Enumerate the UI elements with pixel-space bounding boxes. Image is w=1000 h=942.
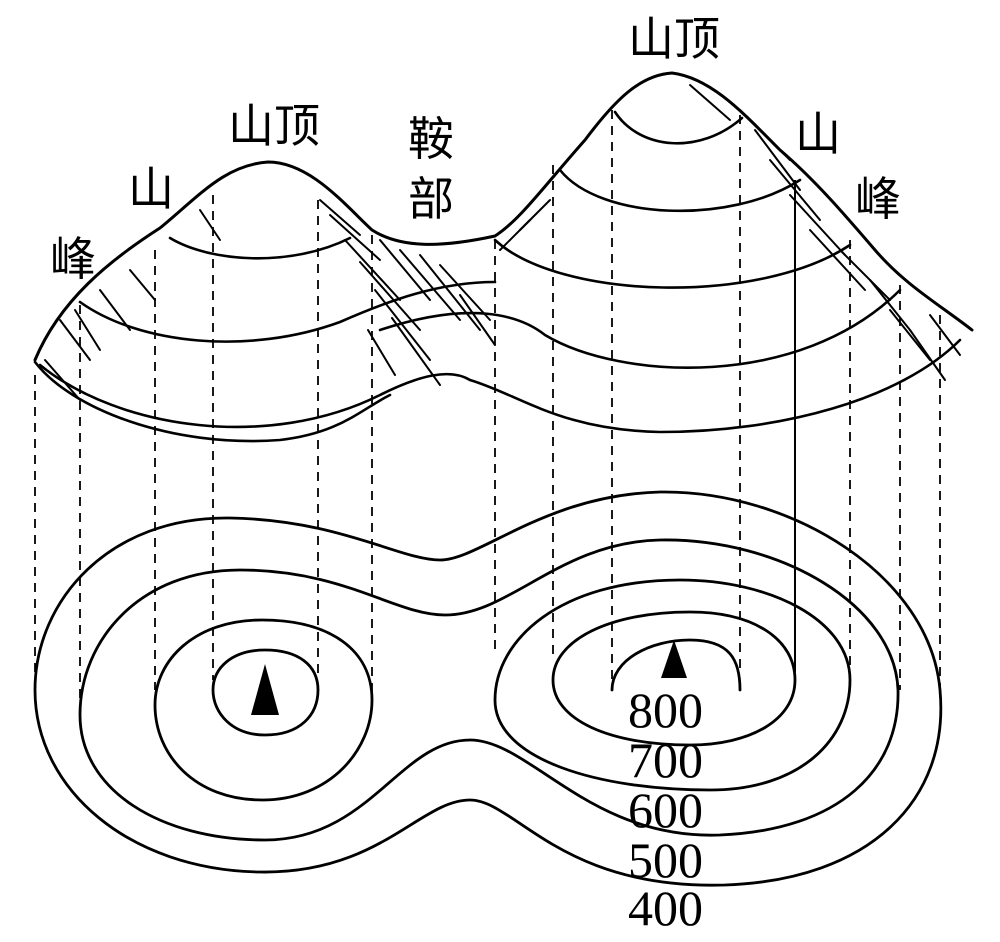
contour-600-left: [153, 618, 374, 802]
right-contour-700: [558, 168, 802, 213]
contour-500: [78, 538, 900, 842]
contour-label-800: 800: [628, 682, 703, 738]
right-contour-500: [378, 288, 902, 369]
contour-400: [33, 490, 943, 887]
contour-map: [33, 490, 943, 887]
projection-lines: [34, 110, 941, 725]
summit-marker-right: [661, 640, 687, 678]
contour-label-400: 400: [628, 880, 703, 936]
summit-label-left: 山顶: [228, 99, 320, 153]
left-contour-600: [38, 363, 472, 429]
mountain-outline: [33, 71, 974, 362]
labels: 山顶 山顶 鞍 部 山 峰 山 峰 800 700 600 500 400: [50, 12, 901, 936]
saddle-label-bottom: 部: [408, 172, 454, 226]
left-contour-800: [168, 236, 352, 260]
contour-label-600: 600: [628, 782, 703, 838]
contour-700: [551, 610, 797, 747]
contour-600: [493, 578, 852, 792]
peak-label-left-top: 山: [128, 162, 174, 216]
contour-800: [610, 638, 742, 692]
contour-label-700: 700: [628, 732, 703, 788]
contour-700-left: [211, 648, 320, 737]
peak-label-right-top: 山: [795, 107, 841, 161]
summit-label-right: 山顶: [628, 12, 720, 66]
peak-label-right-bottom: 峰: [855, 172, 901, 226]
contour-label-500: 500: [628, 832, 703, 888]
right-contour-800: [613, 110, 744, 145]
saddle-label-top: 鞍: [408, 112, 454, 166]
right-contour-400: [468, 338, 962, 434]
right-contour-600: [493, 238, 852, 289]
left-contour-700: [78, 280, 497, 343]
peak-label-left-bottom: 峰: [50, 232, 96, 286]
summit-marker-left: [251, 664, 279, 715]
